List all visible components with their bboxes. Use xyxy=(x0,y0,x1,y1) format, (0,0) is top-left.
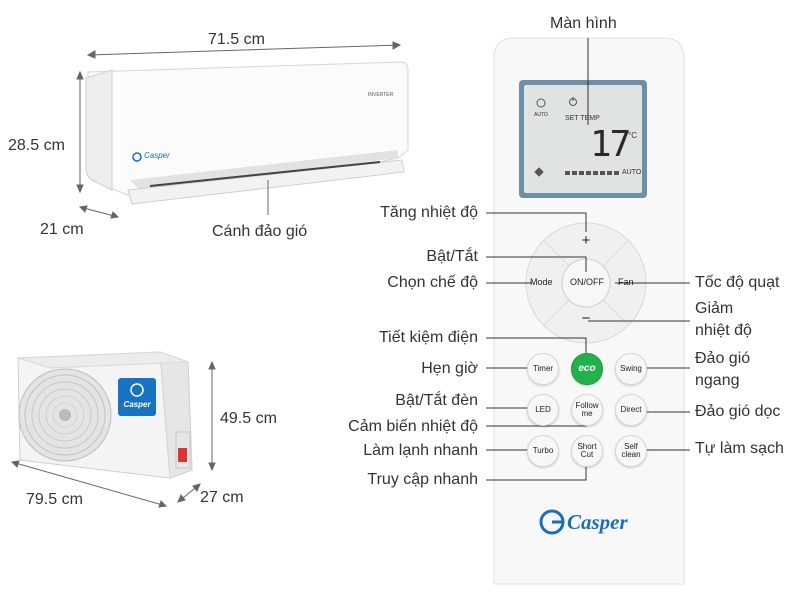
indoor-depth-label: 21 cm xyxy=(40,221,84,238)
outdoor-depth-label: 27 cm xyxy=(200,489,244,506)
outdoor-width-label: 79.5 cm xyxy=(26,491,83,508)
label-eco: Tiết kiệm điện xyxy=(379,329,478,346)
indoor-brand-logo: Casper xyxy=(144,151,170,160)
label-follow-me: Cảm biến nhiệt độ xyxy=(348,418,478,435)
lcd-set-temp-label: SET TEMP xyxy=(565,115,600,122)
label-swing-v: Đảo gió dọc xyxy=(695,403,781,420)
label-swing-h-line2: ngang xyxy=(695,372,740,389)
leader-lines xyxy=(486,38,690,481)
outdoor-height-label: 49.5 cm xyxy=(220,410,277,427)
label-led: Bật/Tắt đèn xyxy=(395,392,478,409)
label-mode: Chọn chế độ xyxy=(387,274,478,291)
indoor-width-label: 71.5 cm xyxy=(208,31,265,48)
outdoor-unit xyxy=(17,351,193,479)
lcd-auto-label: AUTO xyxy=(622,169,642,176)
indoor-height-label: 28.5 cm xyxy=(8,137,65,154)
louver-label: Cánh đảo gió xyxy=(212,223,308,240)
direct-button[interactable]: Direct xyxy=(615,394,647,426)
label-short-cut: Truy cập nhanh xyxy=(367,471,478,488)
temp-up-button[interactable]: + xyxy=(581,232,591,249)
indoor-inverter-badge: INVERTER xyxy=(368,92,394,98)
remote-brand-logo: Casper xyxy=(567,510,628,534)
label-self-clean: Tự làm sạch xyxy=(695,440,784,457)
self-clean-button[interactable]: Self clean xyxy=(615,435,647,467)
short-cut-button[interactable]: Short Cut xyxy=(571,435,603,467)
swing-button[interactable]: Swing xyxy=(615,353,647,385)
indoor-unit xyxy=(85,61,409,205)
label-temp-down-line2: nhiệt độ xyxy=(695,322,752,339)
lcd-auto-small: AUTO xyxy=(534,112,548,118)
timer-button[interactable]: Timer xyxy=(527,353,559,385)
lcd-temperature: 17 xyxy=(590,124,631,165)
outdoor-brand-logo: Casper xyxy=(123,400,151,409)
onoff-button[interactable]: ON/OFF xyxy=(570,277,604,287)
label-fan-speed: Tốc độ quạt xyxy=(695,274,780,291)
fan-button[interactable]: Fan xyxy=(618,277,634,287)
label-swing-h-line1: Đảo gió xyxy=(695,350,751,367)
eco-button[interactable]: eco xyxy=(571,353,603,385)
label-turbo: Làm lạnh nhanh xyxy=(363,442,478,459)
temp-down-button[interactable]: − xyxy=(581,310,591,327)
label-timer: Hẹn giờ xyxy=(421,360,478,377)
lcd-unit: °C xyxy=(628,131,637,140)
follow-me-button[interactable]: Follow me xyxy=(571,394,603,426)
label-screen: Màn hình xyxy=(550,15,617,32)
lcd-icons xyxy=(534,97,619,177)
dimension-lines xyxy=(10,41,402,508)
label-power: Bật/Tắt xyxy=(426,248,478,265)
mode-button[interactable]: Mode xyxy=(530,277,553,287)
label-temp-up: Tăng nhiệt độ xyxy=(380,204,478,221)
turbo-button[interactable]: Turbo xyxy=(527,435,559,467)
label-temp-down-line1: Giảm xyxy=(695,300,734,317)
fan-bars-icon xyxy=(565,171,619,175)
led-button[interactable]: LED xyxy=(527,394,559,426)
